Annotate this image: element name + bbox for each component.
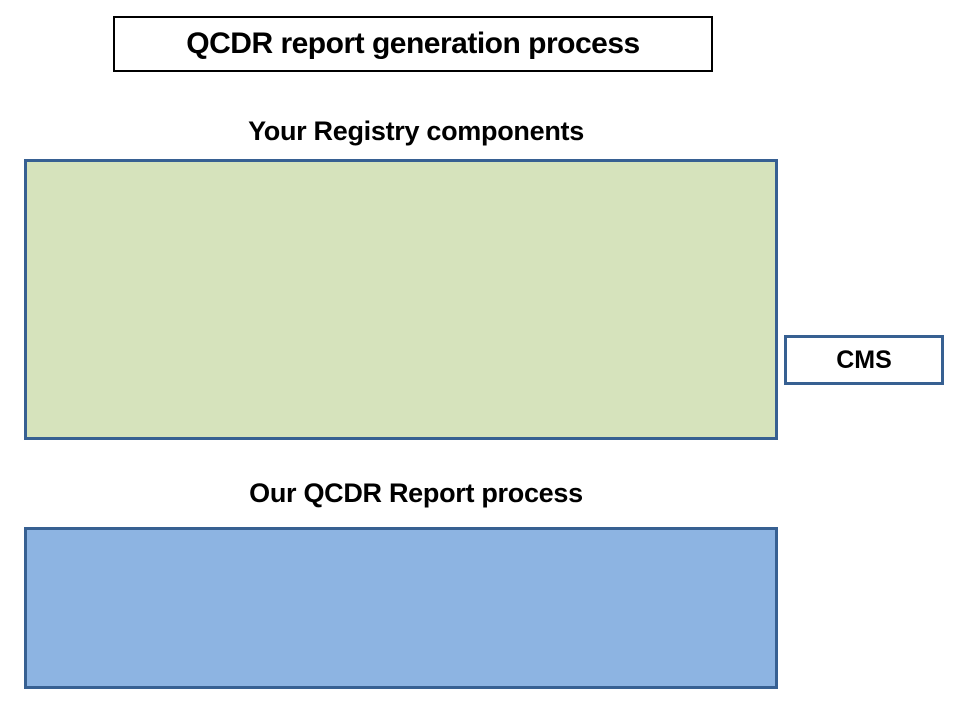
slide-title: QCDR report generation process (186, 27, 640, 60)
cms-label: CMS (836, 345, 892, 374)
registry-components-heading: Your Registry components (248, 116, 584, 146)
slide-title-box: QCDR report generation process (113, 16, 713, 72)
cms-box: CMS (784, 335, 944, 385)
qcdr-report-process-heading: Our QCDR Report process (249, 478, 583, 508)
qcdr-report-process-box (24, 527, 778, 689)
registry-components-box (24, 159, 778, 440)
